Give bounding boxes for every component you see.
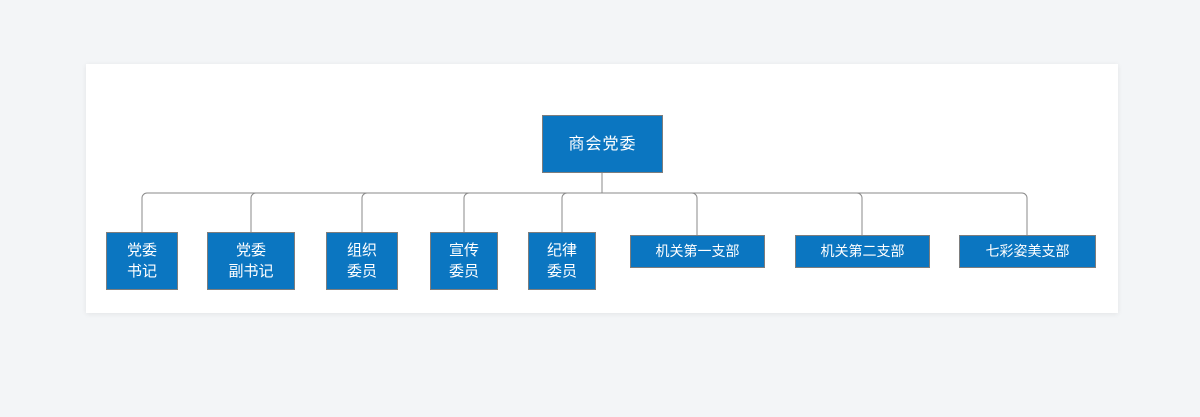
org-node-label-line2: 书记 [126, 263, 157, 280]
org-node-deputy-party-secretary[interactable]: 党委 副书记 [207, 232, 295, 290]
org-node-label-line1: 党委 [235, 242, 266, 259]
org-node-qicaizimei-branch[interactable]: 七彩姿美支部 [959, 235, 1096, 268]
org-node-second-agency-branch[interactable]: 机关第二支部 [795, 235, 930, 268]
org-node-discipline-commissioner[interactable]: 纪律 委员 [528, 232, 596, 290]
org-node-party-secretary[interactable]: 党委 书记 [106, 232, 178, 290]
org-node-label: 机关第一支部 [655, 243, 740, 259]
org-node-label-line1: 纪律 [546, 242, 577, 259]
org-node-label-line1: 组织 [346, 242, 377, 259]
org-node-label: 机关第二支部 [820, 243, 905, 259]
org-node-label: 商会党委 [568, 135, 637, 153]
org-node-label-line1: 宣传 [448, 242, 479, 259]
org-node-party-committee[interactable]: 商会党委 [542, 115, 663, 173]
org-node-first-agency-branch[interactable]: 机关第一支部 [630, 235, 765, 268]
org-node-label: 七彩姿美支部 [985, 243, 1070, 259]
org-node-publicity-commissioner[interactable]: 宣传 委员 [430, 232, 498, 290]
org-node-organization-commissioner[interactable]: 组织 委员 [326, 232, 398, 290]
org-node-label-line2: 委员 [346, 263, 377, 280]
org-node-label-line2: 副书记 [228, 263, 274, 280]
org-node-label-line2: 委员 [448, 263, 479, 280]
org-node-label-line2: 委员 [546, 263, 577, 280]
org-node-label-line1: 党委 [126, 242, 157, 259]
